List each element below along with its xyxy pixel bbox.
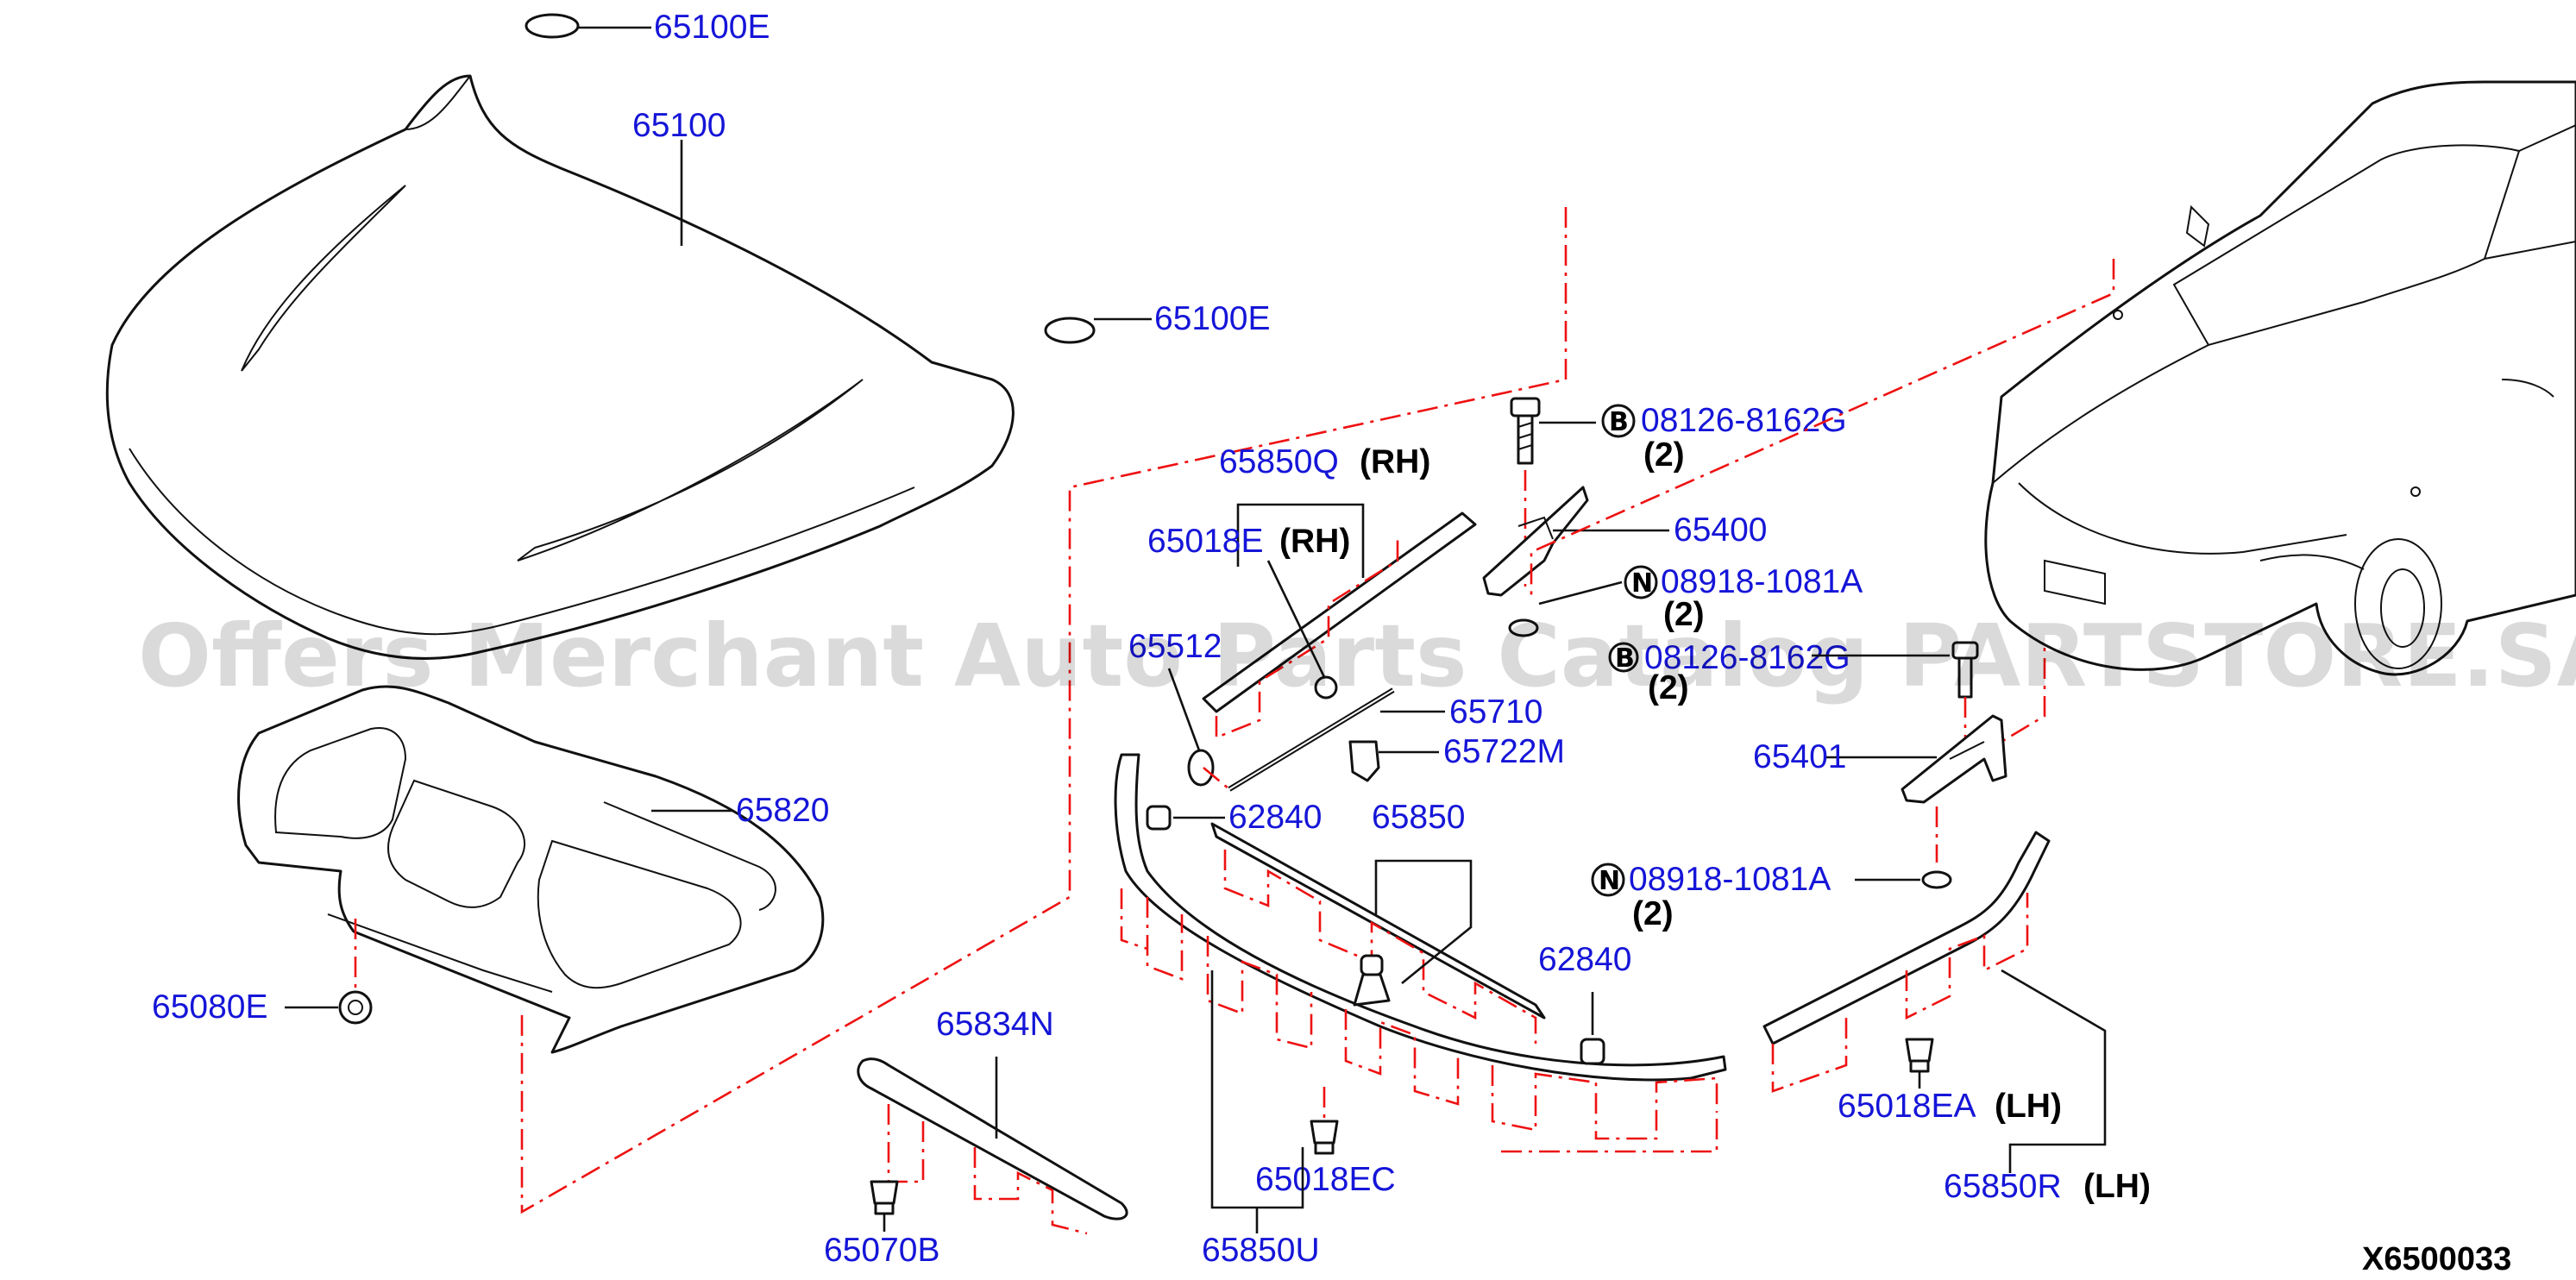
qty-08126-b: (2) bbox=[1648, 669, 1689, 706]
seal-65850R-lh[interactable] bbox=[1762, 831, 2051, 1045]
hood-hinge-65401[interactable] bbox=[1901, 714, 2007, 804]
phantom-outline-left bbox=[520, 207, 1568, 1214]
part-number-65080E[interactable]: 65080E bbox=[152, 988, 267, 1026]
hood-rod-65710[interactable] bbox=[1228, 687, 1395, 792]
part-number-08918-1081A-a[interactable]: 08918-1081A bbox=[1661, 563, 1863, 600]
seal-65850[interactable] bbox=[1210, 822, 1546, 1020]
clip-65018E[interactable] bbox=[1314, 675, 1338, 700]
clip-65080E[interactable] bbox=[338, 990, 373, 1025]
qty-08918-1081A-a: (2) bbox=[1663, 596, 1705, 633]
watermark: Offers Merchant Auto Parts Catalog PARTS… bbox=[138, 605, 2576, 706]
nut-08918-1081A-a[interactable] bbox=[1508, 618, 1539, 637]
clip-65070B[interactable] bbox=[870, 1180, 899, 1215]
phantom-outline-right bbox=[1530, 259, 2115, 595]
bumper-62840-b[interactable] bbox=[1580, 1038, 1605, 1065]
bolt-08126-8162G[interactable] bbox=[1510, 397, 1541, 465]
part-number-65100E-top[interactable]: 65100E bbox=[654, 9, 770, 46]
front-seal-65850U[interactable] bbox=[1114, 753, 1727, 1082]
emblem-65512[interactable] bbox=[1187, 749, 1215, 787]
clip-65018EA[interactable] bbox=[1905, 1038, 1934, 1073]
part-number-65018E[interactable]: 65018E bbox=[1147, 523, 1263, 560]
part-number-08918-1081A-b[interactable]: 08918-1081A bbox=[1629, 861, 1831, 898]
bumper-62840-a[interactable] bbox=[1146, 805, 1172, 831]
circle-mark-n2: N bbox=[1599, 866, 1620, 896]
hood-insulator[interactable] bbox=[237, 685, 825, 1054]
qty-08126-8162G: (2) bbox=[1643, 436, 1685, 474]
part-number-65850Q[interactable]: 65850Q bbox=[1219, 443, 1339, 480]
rod-holder-65722M[interactable] bbox=[1348, 740, 1380, 782]
part-number-65850R[interactable]: 65850R bbox=[1944, 1168, 2062, 1205]
qty-08918-1081A-b: (2) bbox=[1632, 895, 1674, 932]
part-number-65401[interactable]: 65401 bbox=[1753, 738, 1846, 775]
part-number-65100[interactable]: 65100 bbox=[632, 107, 726, 144]
part-number-65710[interactable]: 65710 bbox=[1449, 693, 1542, 731]
circle-mark-b2: B bbox=[1615, 643, 1635, 674]
circle-mark-n1: N bbox=[1631, 568, 1653, 599]
part-number-65834N[interactable]: 65834N bbox=[936, 1006, 1054, 1043]
bolt-65401[interactable] bbox=[1951, 641, 1979, 699]
diagram-id: X6500033 bbox=[2362, 1241, 2511, 1277]
nut-08918-1081A-b[interactable] bbox=[1921, 870, 1952, 889]
part-number-65512[interactable]: 65512 bbox=[1128, 628, 1222, 665]
suffix-65850R-lh: (LH) bbox=[2083, 1168, 2151, 1205]
part-number-65850U[interactable]: 65850U bbox=[1202, 1232, 1320, 1269]
part-number-65018EA[interactable]: 65018EA bbox=[1838, 1088, 1976, 1125]
suffix-65850Q-rh: (RH) bbox=[1360, 443, 1430, 480]
part-number-65070B[interactable]: 65070B bbox=[824, 1232, 939, 1269]
part-number-62840-b[interactable]: 62840 bbox=[1538, 941, 1631, 978]
clip-65018EC[interactable] bbox=[1310, 1120, 1339, 1155]
part-number-08126-b[interactable]: 08126-8162G bbox=[1644, 639, 1850, 676]
part-number-65850[interactable]: 65850 bbox=[1372, 799, 1465, 836]
part-number-65018EC[interactable]: 65018EC bbox=[1255, 1161, 1396, 1198]
hood-hinge-65400[interactable] bbox=[1482, 486, 1589, 597]
hood-seal-65834N[interactable] bbox=[857, 1057, 1128, 1220]
part-number-65400[interactable]: 65400 bbox=[1674, 511, 1767, 549]
hood-panel[interactable] bbox=[105, 74, 1015, 660]
part-number-65722M[interactable]: 65722M bbox=[1443, 733, 1565, 770]
circle-mark-b1: B bbox=[1609, 407, 1629, 437]
suffix-65018EA-lh: (LH) bbox=[1995, 1088, 2062, 1125]
part-number-65820[interactable]: 65820 bbox=[736, 792, 829, 829]
part-number-08126-8162G[interactable]: 08126-8162G bbox=[1641, 402, 1847, 439]
clip-65850[interactable] bbox=[1353, 954, 1391, 1007]
suffix-65018E-rh: (RH) bbox=[1279, 523, 1350, 560]
part-number-62840-a[interactable]: 62840 bbox=[1228, 799, 1322, 836]
vehicle-outline bbox=[1984, 80, 2576, 676]
grommet-65100E-mid[interactable] bbox=[1044, 317, 1096, 344]
grommet-65100E-top[interactable] bbox=[525, 13, 580, 39]
part-number-65100E-mid[interactable]: 65100E bbox=[1154, 300, 1270, 337]
